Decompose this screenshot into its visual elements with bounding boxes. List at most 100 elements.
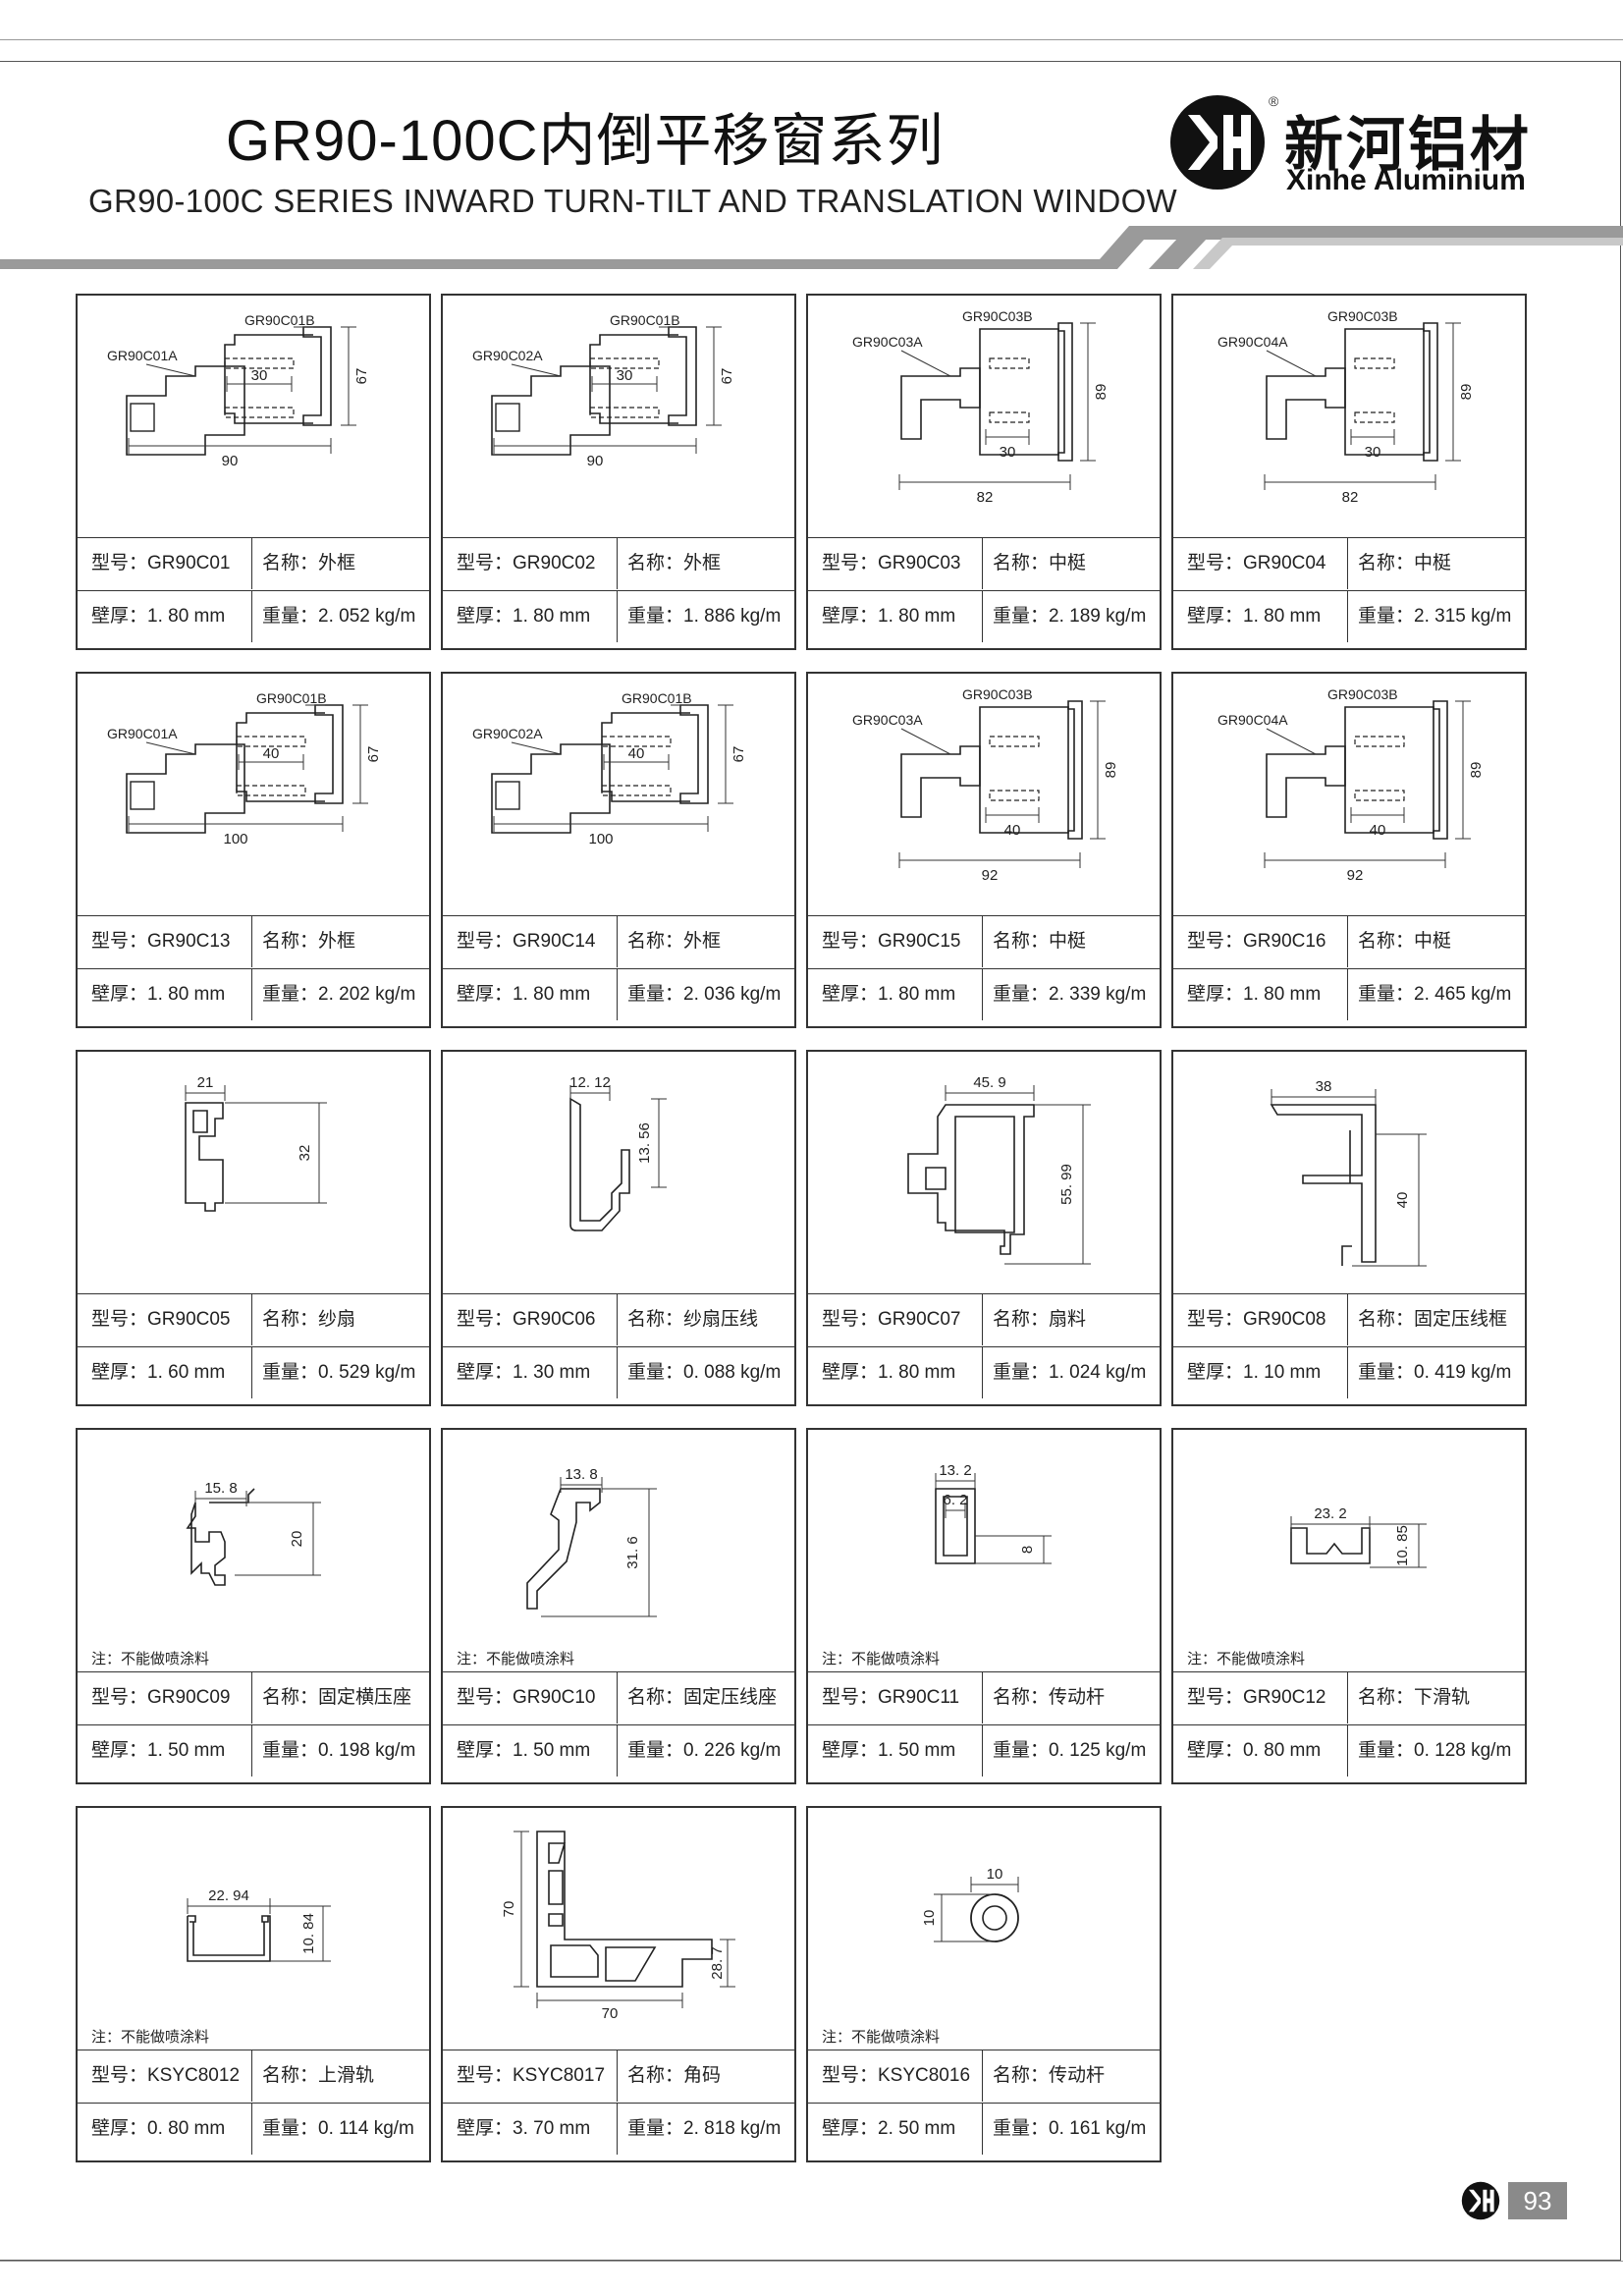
dimension-label: 13. 2 [939,1462,971,1479]
profile-weight: 重量：0. 088 kg/m [627,1362,782,1383]
dimension-label: 30 [617,367,633,384]
frame-part-b [224,334,313,424]
profile-model: 型号：GR90C06 [443,1294,618,1345]
profile-model: 型号：GR90C01 [78,538,252,589]
dimension-label: 90 [587,453,604,469]
profile-thickness: 壁厚：0. 80 mm [1173,1725,1348,1777]
frame-part-a [126,365,245,456]
page-subtitle: GR90-100C SERIES INWARD TURN-TILT AND TR… [88,183,1178,219]
profile-drawing: 23. 210. 85 [1290,1505,1427,1568]
dimension-label: 89 [1468,762,1485,779]
profile-model: 型号：GR90C12 [1173,1672,1348,1723]
part-label: GR90C03B [1327,686,1398,702]
profile-model: 型号：GR90C13 [78,916,252,967]
profile-name: 名称：外框 [627,553,722,574]
profile-thickness: 壁厚：1. 80 mm [1173,591,1348,642]
dimension-label: 10 [987,1866,1003,1883]
profile-weight: 重量：2. 465 kg/m [1358,984,1512,1005]
profile-drawing: 13. 831. 6 [526,1466,657,1617]
profile-thickness: 壁厚：2. 50 mm [808,2104,983,2155]
profile-thickness: 壁厚：1. 50 mm [78,1725,252,1777]
dimension-label: 100 [223,831,247,847]
dimension-label: 28. 7 [709,1946,726,1979]
part-label: GR90C01B [610,312,680,328]
page-title: GR90-100C内倒平移窗系列 [226,109,945,173]
profile-drawing: 12. 12 13. 56 [569,1074,667,1231]
profile-thickness: 壁厚：1. 30 mm [443,1347,618,1398]
dimension-label: 40 [263,745,280,762]
dimension-label: 30 [251,367,268,384]
part-label: GR90C03B [1327,308,1398,324]
profile-outline [536,1831,713,1988]
profile-model: 型号：GR90C10 [443,1672,618,1723]
profile-name: 名称：上滑轨 [262,2065,375,2086]
frame-part-b [589,334,678,424]
dimension-label: 13. 56 [636,1122,653,1164]
profile-thickness: 壁厚：1. 80 mm [443,591,618,642]
profile-thickness: 壁厚：1. 80 mm [808,969,983,1020]
dimension-label: 70 [501,1901,517,1918]
profile-note: 注：不能做喷涂料 [822,1651,941,1667]
profile-weight: 重量：2. 052 kg/m [262,606,416,627]
profile-weight: 重量：2. 189 kg/m [993,606,1147,627]
profile-weight: 重量：2. 339 kg/m [993,984,1147,1005]
profile-weight: 重量：0. 114 kg/m [262,2118,414,2139]
profile-name: 名称：扇料 [993,1309,1087,1330]
profile-weight: 重量：0. 226 kg/m [627,1740,782,1761]
profile-outline [526,1488,601,1610]
profile-weight: 重量：1. 886 kg/m [627,606,782,627]
profile-name: 名称：固定压线框 [1358,1309,1508,1330]
profile-note: 注：不能做喷涂料 [91,1651,210,1667]
part-label: GR90C04A [1217,334,1288,350]
mullion-part-a [900,367,981,440]
frame-part-a [491,743,611,834]
profile-weight: 重量：2. 202 kg/m [262,984,416,1005]
profile-thickness: 壁厚：1. 80 mm [808,591,983,642]
dimension-label: 89 [1103,762,1119,779]
dimension-label: 38 [1316,1078,1332,1095]
dimension-label: 20 [289,1531,305,1548]
part-label: GR90C02A [472,348,543,363]
page-number: 93 [1508,2182,1567,2219]
bottom-rule [0,2261,1623,2262]
mullion-part-a [1266,367,1346,440]
mullion-part-b [979,706,1069,834]
profile-thickness: 壁厚：0. 80 mm [78,2104,252,2155]
dimension-label: 89 [1458,384,1475,401]
dimension-label: 21 [197,1074,214,1091]
profile-model: 型号：KSYC8012 [78,2050,252,2102]
frame-part-a [491,365,611,456]
dimension-label: 12. 12 [569,1074,611,1091]
profile-model: 型号：GR90C15 [808,916,983,967]
profile-drawing: 45. 955. 99 [907,1074,1091,1265]
profile-name: 名称：中梃 [1358,553,1452,574]
dimension-label: 23. 2 [1314,1505,1346,1522]
mullion-part-b [1423,322,1438,462]
profile-model: 型号：KSYC8016 [808,2050,983,2102]
mullion-part-b [1344,706,1434,834]
profile-name: 名称：纱扇 [262,1309,356,1330]
dimension-label: 92 [1347,867,1364,884]
part-label: GR90C04A [1217,712,1288,728]
profile-outline [907,1104,1035,1255]
dimension-label: 15. 8 [204,1480,237,1497]
profile-name: 名称：下滑轨 [1358,1687,1471,1708]
dimension-label: 89 [1093,384,1109,401]
dimension-label: 40 [1004,822,1021,839]
profile-name: 名称：固定横压座 [262,1687,412,1708]
frame-part-b [668,326,697,426]
